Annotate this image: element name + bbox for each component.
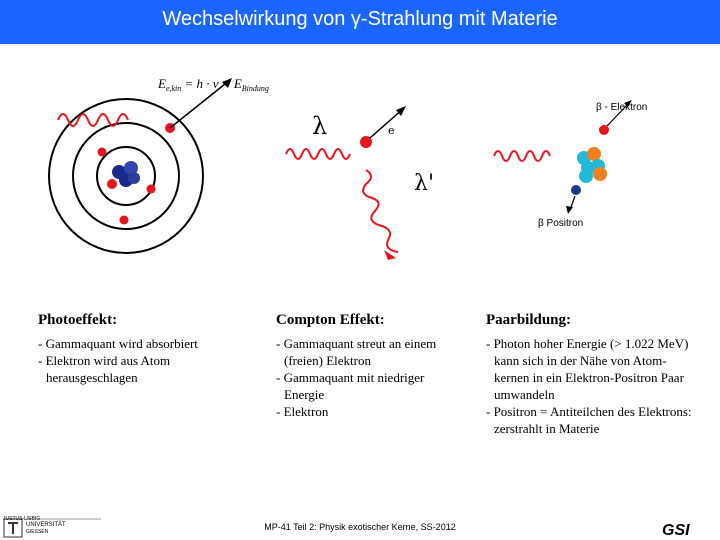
arrow-head [222, 78, 232, 88]
text-line: - Elektron wird aus Atom [38, 353, 171, 368]
nucleon [128, 172, 140, 184]
orbit-electron [107, 179, 117, 189]
beta-plus-label: β Positron [538, 218, 583, 229]
lambda-label: λ [312, 112, 327, 140]
text-line: - Positron = Antiteilchen des Elektrons: [486, 404, 692, 419]
positron-particle [571, 185, 581, 195]
arrow-head [396, 106, 406, 116]
incoming-photon-wave [285, 148, 351, 160]
pair-heading: Paarbildung: [486, 312, 572, 328]
formula: Ee,kin = h · ν − EBindung [157, 76, 269, 93]
orbit-electron [146, 184, 156, 194]
page-title: Wechselwirkung von γ-Strahlung mit Mater… [162, 8, 558, 30]
electron-particle [599, 125, 609, 135]
photoeffect-atom [48, 98, 204, 254]
svg-text:GSI: GSI [662, 522, 690, 538]
svg-text:JUSTUS-LIEBIG-: JUSTUS-LIEBIG- [3, 516, 42, 522]
interaction-diagram: Ee,kin = h · ν − EBindung λ e λ' β - Ele… [48, 76, 647, 260]
photoeffect-heading: Photoeffekt: [38, 312, 118, 328]
nucleon [587, 147, 601, 161]
arrow-head [566, 206, 573, 214]
electron-label: e [388, 124, 395, 137]
incoming-photon-wave [57, 113, 129, 127]
orbit-electron [119, 215, 129, 225]
compton-column: Compton Effekt: - Gammaquant streut an e… [276, 312, 476, 420]
nucleon [579, 169, 593, 183]
compton-diagram: λ e λ' [285, 106, 434, 260]
orbit-electron [97, 147, 107, 157]
nucleon [124, 161, 138, 175]
photoeffect-column: Photoeffekt: - Gammaquant wird absorbier… [38, 312, 258, 386]
svg-text:UNIVERSITÄT: UNIVERSITÄT [26, 521, 66, 528]
ejected-electron-arrow [169, 79, 231, 129]
electron-arrow [369, 107, 405, 139]
text-line: kernen in ein Elektron-Positron Paar [494, 370, 684, 385]
lambda-prime-label: λ' [414, 171, 434, 196]
incoming-photon-wave [493, 150, 551, 162]
text-line: Energie [284, 387, 325, 402]
arrow-head [624, 100, 632, 107]
text-line: kann sich in der Nähe von Atom- [494, 353, 667, 368]
title-bar: Wechselwirkung von γ-Strahlung mit Mater… [0, 0, 720, 44]
nucleon [593, 167, 607, 181]
text-line: - Elektron [276, 404, 329, 419]
arrow-head [384, 250, 396, 260]
free-electron [360, 136, 372, 148]
pair-column: Paarbildung: - Photon hoher Energie (> 1… [486, 312, 718, 437]
text-line: zerstrahlt in Materie [494, 421, 600, 436]
text-line: - Gammaquant wird absorbiert [38, 336, 198, 351]
text-line: umwandeln [494, 387, 555, 402]
electron-arrow [606, 101, 631, 127]
text-line: herausgeschlagen [46, 370, 138, 385]
text-line: - Gammaquant streut an einem [276, 336, 437, 351]
university-logo: JUSTUS-LIEBIG- UNIVERSITÄT GIESSEN [3, 516, 101, 538]
text-line: - Gammaquant mit niedriger [276, 370, 425, 385]
text-line: (freien) Elektron [284, 353, 371, 368]
compton-heading: Compton Effekt: [276, 312, 385, 328]
pair-production-diagram: β - Elektron β Positron [493, 100, 647, 229]
gsi-logo: GSI [662, 522, 690, 538]
beta-minus-label: β - Elektron [596, 102, 647, 113]
svg-text:GIESSEN: GIESSEN [26, 529, 49, 535]
text-line: - Photon hoher Energie (> 1.022 MeV) [486, 336, 689, 351]
scattered-photon-wave [362, 169, 399, 253]
footer-text: MP-41 Teil 2: Physik exotischer Kerne, S… [264, 522, 456, 532]
